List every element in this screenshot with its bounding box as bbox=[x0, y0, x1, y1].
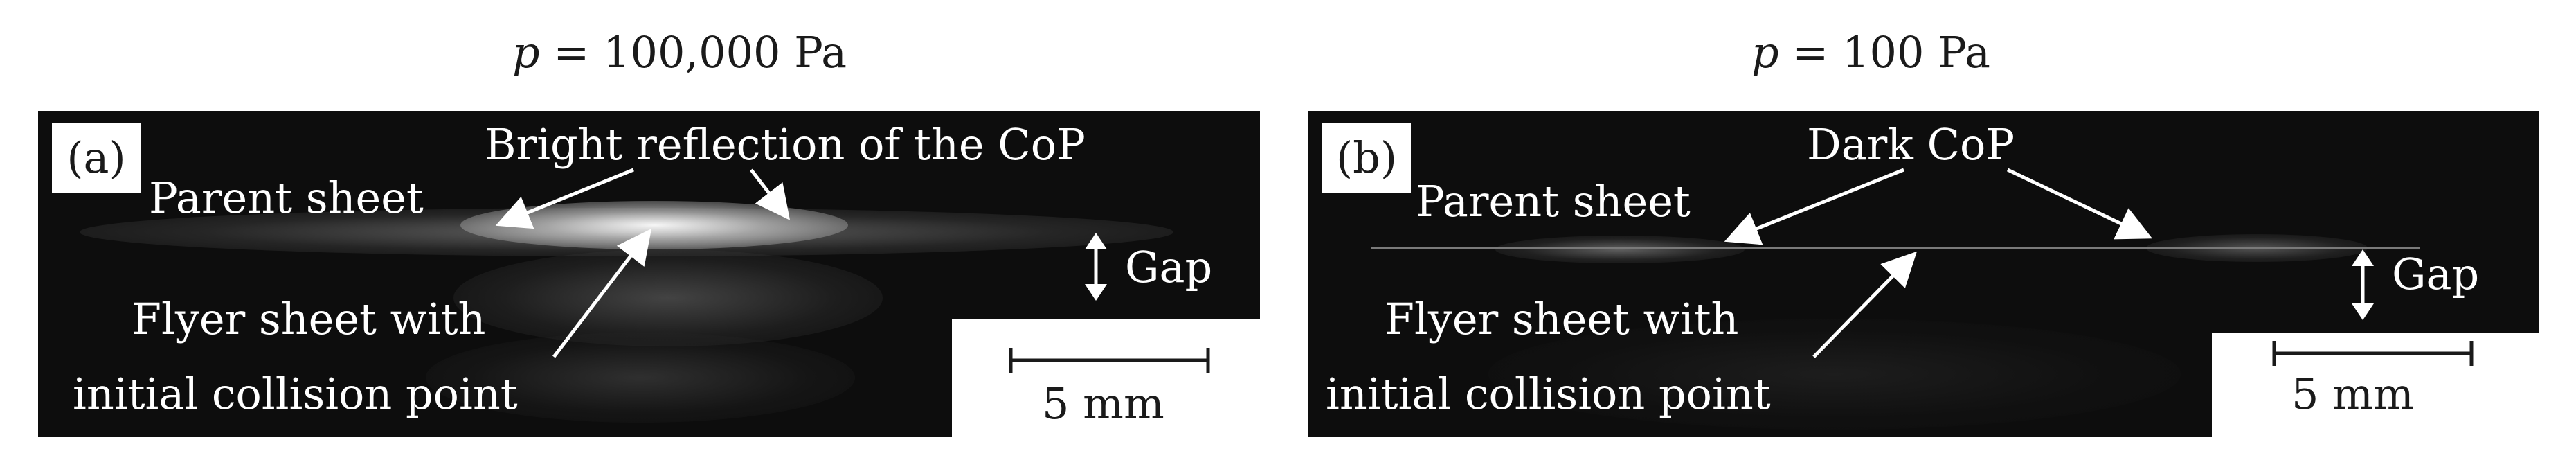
dark-cop-arrow-left bbox=[1724, 168, 1904, 245]
collision-point-arrow bbox=[1812, 251, 1917, 358]
pressure-value: = 100 Pa bbox=[1778, 27, 1991, 78]
scale-bar bbox=[2272, 341, 2474, 366]
panel-a-annotations bbox=[495, 168, 1210, 373]
scale-bar-label: 5 mm bbox=[1042, 378, 1164, 429]
flyer-sheet-label-line1: Flyer sheet with bbox=[132, 294, 486, 344]
scale-bar bbox=[1009, 348, 1210, 373]
panel-label-text: (b) bbox=[1335, 132, 1398, 183]
pressure-symbol: p bbox=[512, 27, 540, 78]
flyer-sheet-label-line2: initial collision point bbox=[1326, 369, 1771, 419]
pressure-symbol: p bbox=[1751, 27, 1779, 78]
gap-double-arrow bbox=[1085, 233, 1107, 301]
panel-label: (b) bbox=[1322, 123, 1411, 193]
reflection-arrow-left bbox=[495, 168, 634, 229]
dark-cop-arrow-right bbox=[2006, 168, 2153, 240]
panel-b-title: p = 100 Pa bbox=[1751, 31, 1990, 74]
parent-sheet-label: Parent sheet bbox=[149, 173, 424, 223]
parent-sheet-label: Parent sheet bbox=[1416, 176, 1691, 227]
scale-bar-box bbox=[2212, 333, 2539, 437]
flyer-sheet-label-line1: Flyer sheet with bbox=[1385, 294, 1739, 344]
panel-b-image: (b) Parent sheet Dark CoP Flyer sheet wi… bbox=[1308, 111, 2539, 437]
panel-a-title: p = 100,000 Pa bbox=[512, 31, 847, 74]
panel-b-annotations bbox=[1371, 168, 2474, 366]
pressure-value: = 100,000 Pa bbox=[539, 27, 847, 78]
gap-label: Gap bbox=[1125, 242, 1213, 292]
dark-cop-label: Dark CoP bbox=[1807, 119, 2015, 170]
scale-bar-box bbox=[952, 319, 1260, 437]
bright-reflection-label: Bright reflection of the CoP bbox=[485, 119, 1086, 170]
reflection-arrow-right bbox=[750, 168, 791, 220]
panel-label: (a) bbox=[52, 123, 141, 193]
panel-label-text: (a) bbox=[66, 132, 126, 183]
gap-double-arrow bbox=[2352, 249, 2374, 320]
flyer-sheet-label-line2: initial collision point bbox=[73, 369, 518, 419]
collision-point-arrow bbox=[552, 229, 652, 358]
scale-bar-label: 5 mm bbox=[2291, 369, 2414, 419]
panel-a-image: (a) Parent sheet Bright reflection of th… bbox=[38, 111, 1260, 437]
gap-label: Gap bbox=[2392, 249, 2480, 299]
